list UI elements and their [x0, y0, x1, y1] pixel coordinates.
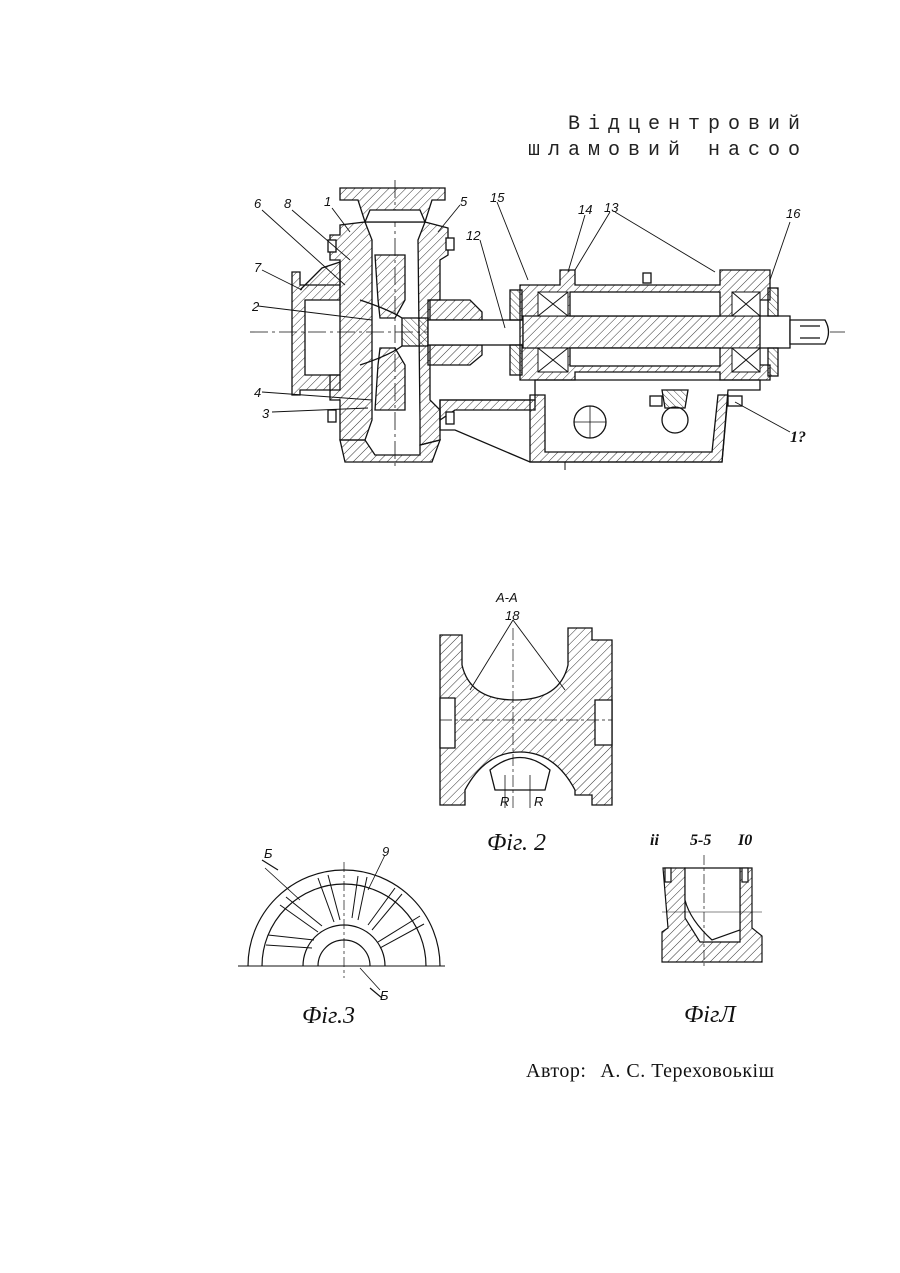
fig1-label-2: 2	[251, 299, 260, 314]
fig2-radius-right: R	[534, 794, 543, 809]
fig1-pump-section	[250, 180, 845, 470]
fig1-label-17: 1?	[790, 429, 806, 446]
fig4-section-5-5	[662, 855, 762, 968]
author-label: Автор:	[526, 1060, 586, 1082]
fig4-section-label: 5-5	[690, 832, 711, 849]
fig1-label-13: 13	[604, 200, 619, 215]
fig3-caption: Фіг.3	[302, 1003, 355, 1029]
fig4-label-10: I0	[737, 832, 752, 849]
fig3-label-9: 9	[382, 844, 389, 859]
fig3-impeller-view	[238, 855, 445, 998]
fig2-caption: Фіг. 2	[487, 830, 546, 856]
fig1-label-4: 4	[254, 385, 261, 400]
fig1-label-6: 6	[254, 196, 262, 211]
fig4-label-11: ii	[650, 832, 659, 849]
fig2-section-label: А-А	[495, 590, 518, 605]
fig1-label-1: 1	[324, 194, 331, 209]
fig2-section-a-a	[440, 620, 612, 810]
fig3-section-mark-top: Б	[264, 846, 273, 861]
author-name: А. С. Тереховоькіш	[600, 1060, 774, 1082]
fig1-label-5: 5	[460, 194, 468, 209]
fig1-label-16: 16	[786, 206, 801, 221]
fig1-label-15: 15	[490, 190, 505, 205]
author-line: Автор: А. С. Тереховоькіш	[526, 1060, 775, 1083]
fig3-section-mark-bottom: Б	[380, 988, 389, 1003]
fig2-label-18: 18	[505, 608, 520, 623]
fig2-radius-left: R	[500, 794, 509, 809]
fig1-label-7: 7	[254, 260, 262, 275]
fig1-label-12: 12	[466, 228, 481, 243]
fig1-label-14: 14	[578, 202, 592, 217]
fig4-caption: ФігЛ	[684, 1002, 737, 1028]
fig1-label-8: 8	[284, 196, 292, 211]
fig1-label-3: 3	[262, 406, 270, 421]
